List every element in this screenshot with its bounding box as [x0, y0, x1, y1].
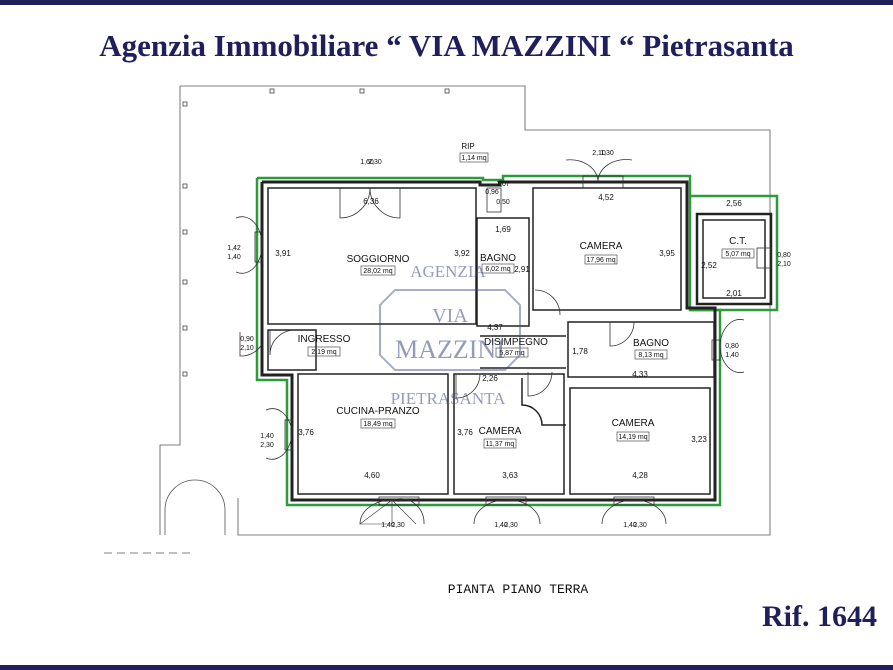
room-name: CUCINA-PRANZO — [336, 406, 420, 417]
watermark-via: VIA — [432, 305, 468, 327]
dimension: 3,76 — [298, 428, 314, 437]
opening-size: 2,30 — [504, 522, 518, 529]
dimension: 3,23 — [691, 435, 707, 444]
dimension: 3,91 — [275, 249, 291, 258]
dimensions: 6,36 3,91 3,92 1,69 2,91 4,52 3,95 2,56 … — [275, 181, 742, 480]
room-name: C.T. — [729, 236, 747, 247]
room-name: CAMERA — [580, 241, 623, 252]
opening-size: 1,40 — [623, 522, 637, 529]
room-area: 6,02 mq — [485, 266, 510, 273]
reference-number: Rif. 1644 — [762, 600, 877, 633]
dimension: 2,26 — [482, 374, 498, 383]
watermark-top: AGENZIA — [410, 262, 486, 281]
opening-size: 1,40 — [260, 433, 274, 440]
dimension: 4,60 — [364, 471, 380, 480]
room-area: 2,19 mq — [311, 349, 336, 356]
room-area: 17,96 mq — [586, 257, 615, 264]
room-name: CAMERA — [612, 418, 655, 429]
agency-watermark: AGENZIA VIA MAZZINI PIETRASANTA — [379, 262, 521, 408]
dimension: 3,95 — [659, 249, 675, 258]
outline — [255, 174, 779, 507]
dimension: 2,56 — [726, 199, 742, 208]
opening-size: 1,60 — [360, 159, 374, 166]
opening-size: 0,80 — [725, 343, 739, 350]
opening-size: 2,30 — [633, 522, 647, 529]
opening-sizes: 1,42 1,40 0,90 2,10 1,40 2,30 0,80 1,40 … — [227, 150, 791, 529]
dimension: 1,07 — [496, 181, 510, 188]
room-name: CAMERA — [479, 426, 522, 437]
opening-size: 1,40 — [227, 254, 241, 261]
opening-size: 2,10 — [240, 345, 254, 352]
opening-size: 2,30 — [260, 442, 274, 449]
room-area: 18,49 mq — [363, 421, 392, 428]
room-area: 14,19 mq — [618, 434, 647, 441]
dimension: 1,69 — [495, 225, 511, 234]
doors — [235, 159, 772, 525]
room-name: BAGNO — [633, 338, 669, 349]
dimension: 4,28 — [632, 471, 648, 480]
opening-size: 2,30 — [391, 522, 405, 529]
watermark-mazzini: MAZZINI — [395, 335, 505, 364]
dimension: 2,01 — [726, 289, 742, 298]
opening-size: 1,40 — [725, 352, 739, 359]
room-name: RIP — [461, 142, 474, 151]
opening-size: 1,30 — [600, 150, 614, 157]
agency-title: Agenzia Immobiliare “ VIA MAZZINI “ Piet… — [99, 28, 794, 63]
room-area: 28,02 mq — [363, 268, 392, 275]
opening-size: 1,40 — [381, 522, 395, 529]
opening-size: 0,96 — [485, 189, 499, 196]
dimension: 3,92 — [454, 249, 470, 258]
opening-size: 1,42 — [227, 245, 241, 252]
room-area: 5,87 mq — [499, 350, 524, 357]
dimension: 3,76 — [457, 428, 473, 437]
room-labels: SOGGIORNO 28,02 mq BAGNO 6,02 mq CAMERA … — [298, 142, 755, 449]
dimension: 2,91 — [514, 265, 530, 274]
opening-size: 2,30 — [368, 159, 382, 166]
walls — [260, 180, 773, 502]
dimension: 3,63 — [502, 471, 518, 480]
opening-size: 2,10 — [592, 150, 606, 157]
plan-caption: PIANTA PIANO TERRA — [448, 582, 589, 597]
watermark-bottom: PIETRASANTA — [391, 389, 507, 408]
room-area: 5,07 mq — [725, 251, 750, 258]
dimension: 6,36 — [363, 197, 379, 206]
opening-size: 2,10 — [777, 261, 791, 268]
room-area: 11,37 mq — [486, 441, 515, 448]
dimension: 4,52 — [598, 193, 614, 202]
opening-size: 0,80 — [777, 252, 791, 259]
boundary-markers — [182, 88, 450, 377]
room-area: 1,14 mq — [461, 155, 486, 162]
plot-boundary — [104, 85, 771, 554]
opening-size: 1,40 — [494, 522, 508, 529]
dimension: 4,37 — [487, 323, 503, 332]
room-name: DISIMPEGNO — [484, 337, 548, 348]
opening-size: 0,50 — [496, 199, 510, 206]
room-name: BAGNO — [480, 253, 516, 264]
dimension: 1,78 — [572, 347, 588, 356]
dimension: 4,33 — [632, 370, 648, 379]
room-area: 8,13 mq — [638, 352, 663, 359]
room-name: SOGGIORNO — [347, 254, 410, 265]
room-name: INGRESSO — [298, 334, 351, 345]
dimension: 2,52 — [701, 261, 717, 270]
opening-size: 0,90 — [240, 336, 254, 343]
